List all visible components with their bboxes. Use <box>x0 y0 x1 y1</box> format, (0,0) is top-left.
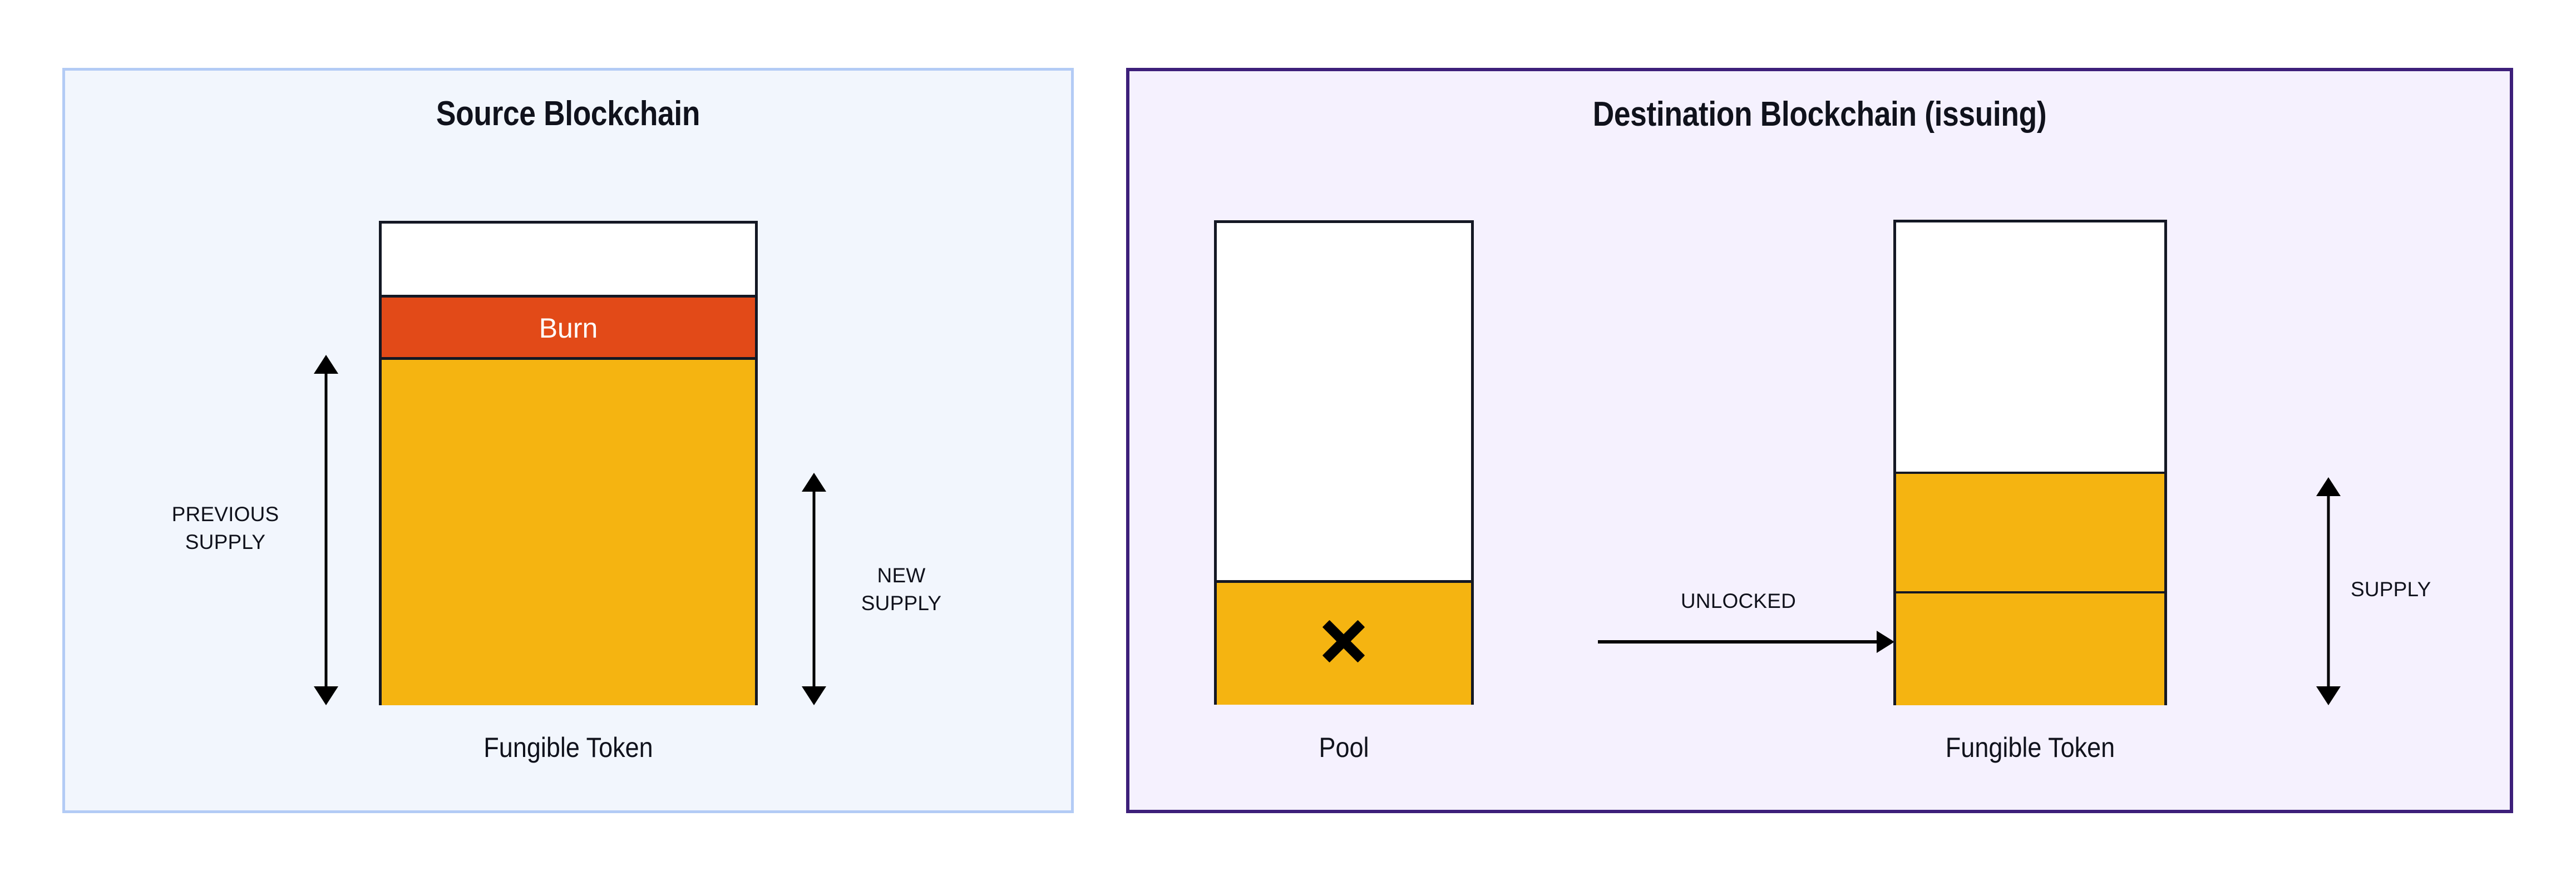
source-token-bar-caption: Fungible Token <box>483 732 653 763</box>
source-panel-title: Source Blockchain <box>436 95 700 133</box>
existing-supply-segment <box>1896 591 2164 705</box>
x-mark-icon <box>1320 617 1368 665</box>
arrowhead-down-icon <box>314 686 338 705</box>
unlocked-flow-arrow <box>1598 630 1894 654</box>
arrow-shaft <box>812 485 816 693</box>
source-remaining-supply-segment <box>382 360 755 705</box>
source-fungible-token-bar: Burn <box>379 221 758 705</box>
new-supply-measure-arrow <box>801 473 827 705</box>
supply-measure-arrow <box>2316 477 2341 705</box>
destination-panel-title: Destination Blockchain (issuing) <box>1592 95 2047 133</box>
arrow-shaft <box>324 367 328 693</box>
arrowhead-down-icon <box>2316 686 2341 705</box>
previous-supply-label: PREVIOUS SUPPLY <box>171 503 279 553</box>
previous-supply-measure-arrow <box>313 355 339 705</box>
burn-segment: Burn <box>382 295 755 360</box>
arrowhead-right-icon <box>1877 631 1894 653</box>
newly-unlocked-segment <box>1896 472 2164 591</box>
arrowhead-down-icon <box>802 686 826 705</box>
pool-bar-caption: Pool <box>1319 732 1369 763</box>
supply-label: SUPPLY <box>2351 578 2431 601</box>
unlocked-arrow-label: UNLOCKED <box>1680 590 1797 612</box>
arrow-shaft <box>2327 489 2330 693</box>
new-supply-label: NEW SUPPLY <box>861 564 942 615</box>
destination-fungible-token-bar <box>1893 220 2167 705</box>
arrow-shaft <box>1598 640 1879 644</box>
destination-token-bar-caption: Fungible Token <box>1945 732 2115 763</box>
burn-segment-label: Burn <box>539 313 598 344</box>
